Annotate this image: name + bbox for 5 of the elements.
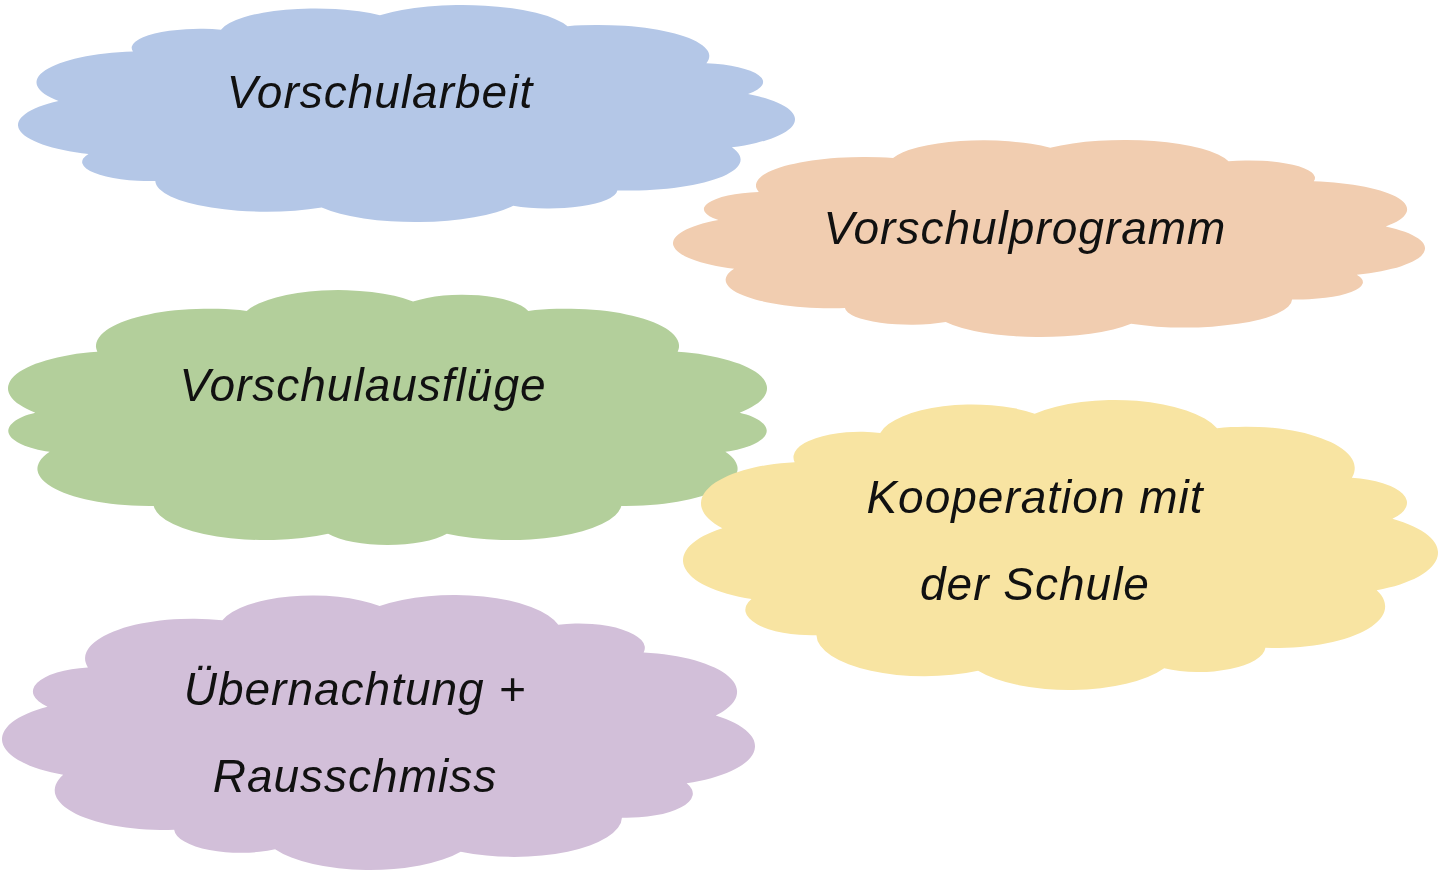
cloud-label: Vorschulprogramm: [823, 201, 1227, 256]
cloud-label: Vorschularbeit: [226, 65, 534, 120]
cloud-label: Übernachtung + Rausschmiss: [182, 662, 528, 804]
cloud-label: Vorschulausflüge: [179, 358, 547, 413]
cloud-label: Kooperation mit der Schule: [865, 470, 1205, 612]
